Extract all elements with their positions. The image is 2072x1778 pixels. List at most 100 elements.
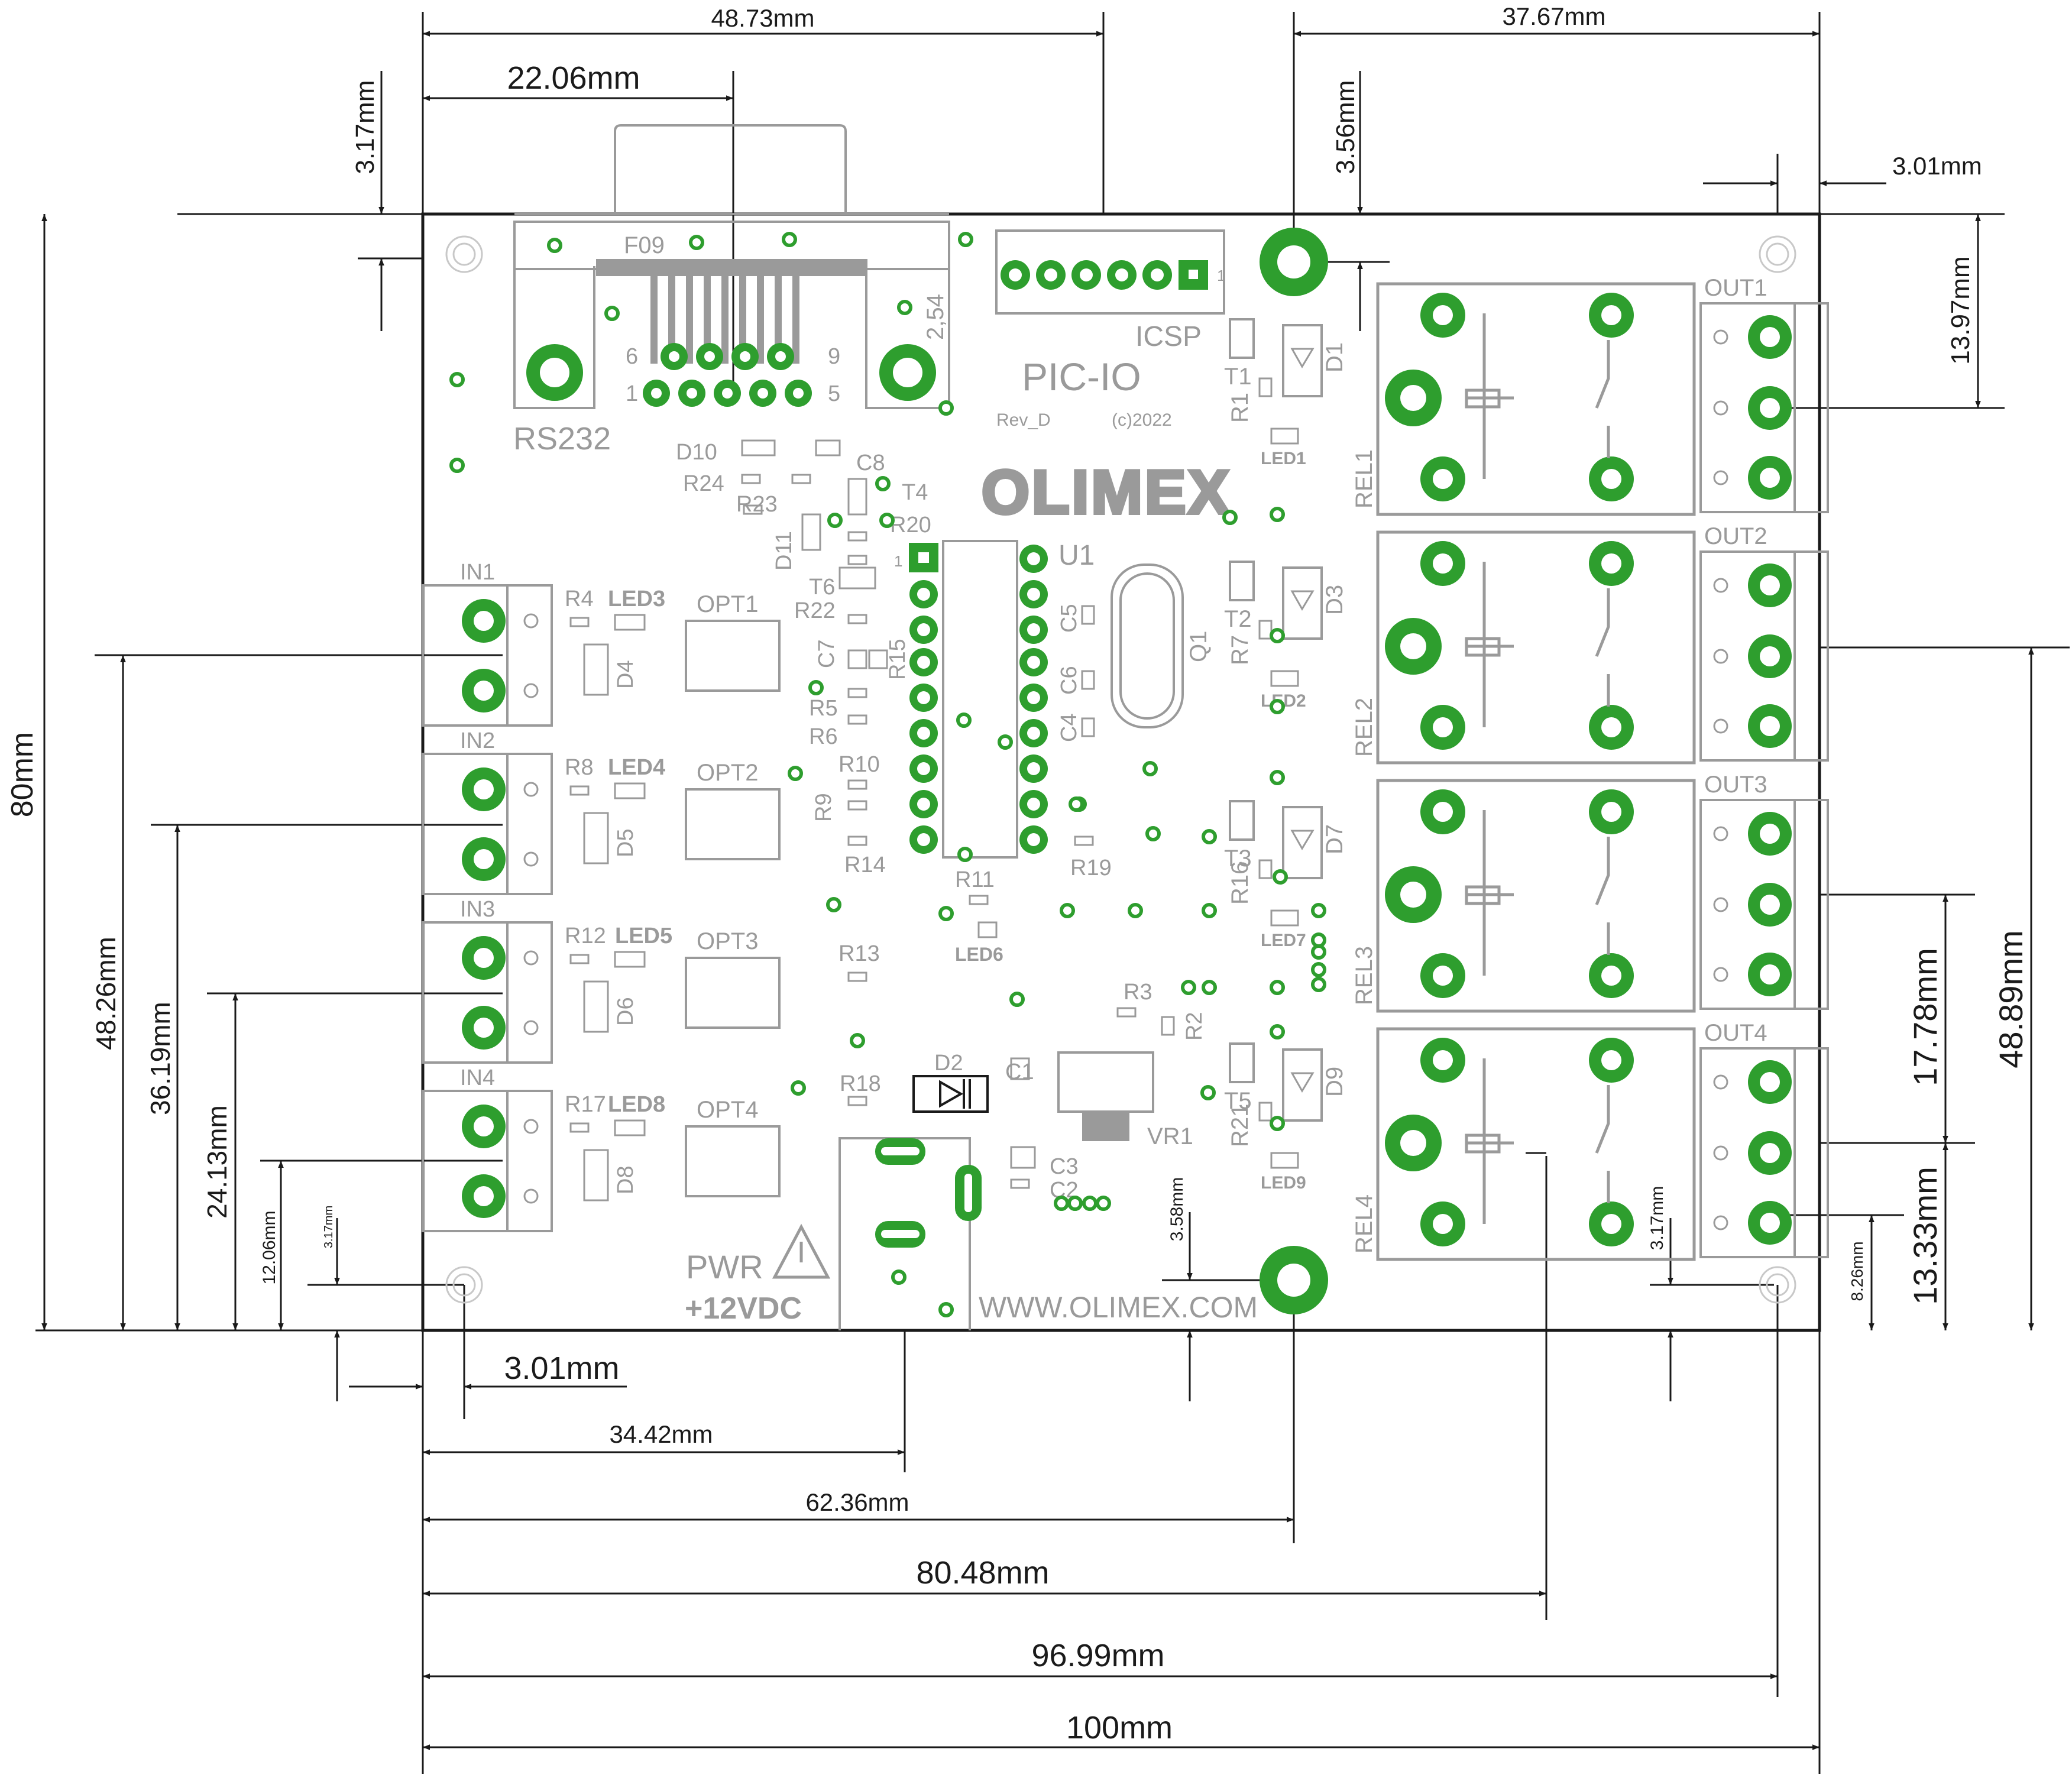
- label-r11: R11: [955, 867, 995, 892]
- label-led6: LED6: [955, 944, 1003, 965]
- dimension-arrows: [41, 31, 2034, 1750]
- output-terminal-pad: [1748, 1060, 1792, 1104]
- label-r5: R5: [809, 696, 838, 721]
- via: [1096, 1196, 1111, 1211]
- via: [826, 897, 841, 912]
- relay-resistor-label: R16: [1227, 862, 1253, 905]
- input-led-label: LED5: [615, 924, 672, 948]
- q1-label: Q1: [1186, 631, 1212, 662]
- via: [1311, 977, 1326, 992]
- via: [938, 906, 954, 921]
- label-r10: R10: [838, 752, 880, 777]
- label-c3: C3: [1050, 1154, 1079, 1179]
- label-c5: C5: [1057, 604, 1082, 633]
- output-terminal-pad: [1748, 704, 1792, 748]
- dim-8-26: 8.26mm: [1848, 1241, 1866, 1301]
- dim-48-73: 48.73mm: [711, 4, 814, 32]
- u1-pad: [909, 825, 938, 854]
- via: [1202, 829, 1217, 844]
- u1-pad: [1019, 825, 1048, 854]
- relay-pad: [1385, 618, 1442, 675]
- label-r15: R15: [885, 639, 910, 680]
- icsp-label: ICSP: [1135, 321, 1202, 352]
- dim-3-17-top: 3.17mm: [351, 80, 380, 174]
- dim-17-78: 17.78mm: [1906, 948, 1944, 1086]
- via: [1270, 628, 1285, 643]
- power-jack: [838, 1137, 982, 1330]
- relay-label: REL2: [1351, 698, 1377, 757]
- warning-triangle: [772, 1223, 831, 1279]
- rs232-connector: [513, 124, 950, 409]
- input-resistor-label: R8: [565, 755, 594, 780]
- output-label: OUT2: [1704, 523, 1767, 549]
- relay-led-label: LED7: [1261, 931, 1306, 950]
- transistor-label: T5: [1224, 1088, 1252, 1114]
- u1-pad: [909, 790, 938, 818]
- label-r22: R22: [794, 598, 836, 623]
- f09-label: F09: [624, 232, 665, 258]
- via: [1082, 1196, 1097, 1211]
- input-terminal-pad: [462, 599, 506, 643]
- relay-label: REL4: [1351, 1194, 1377, 1254]
- pin-1-label: 1: [626, 381, 638, 406]
- relay-pad: [1420, 789, 1465, 834]
- relay-pad: [1420, 1201, 1465, 1246]
- dim-37-67: 37.67mm: [1502, 2, 1605, 30]
- dim-3-01-bottom: 3.01mm: [504, 1350, 619, 1386]
- input-label: IN2: [460, 728, 495, 753]
- pin-6-label: 6: [626, 344, 638, 369]
- via: [1270, 507, 1285, 522]
- u1-pad: [1019, 616, 1048, 644]
- u1-pad: [909, 684, 938, 712]
- via: [808, 680, 824, 695]
- via: [1181, 980, 1196, 995]
- relay-diode-label: D7: [1322, 824, 1348, 854]
- via: [938, 400, 954, 416]
- input-label: IN1: [460, 560, 495, 585]
- relay-block-2: REL2 OUT2: [1351, 523, 1829, 765]
- output-terminal-pad: [1748, 634, 1792, 678]
- rs232-pads: [526, 343, 936, 407]
- relay-resistor-label: R1: [1227, 393, 1253, 423]
- pin-5-label: 5: [828, 381, 840, 406]
- pin-9-label: 9: [828, 344, 840, 369]
- input-terminal-pad: [462, 669, 506, 713]
- via: [1054, 1196, 1069, 1211]
- label-d11: D11: [772, 531, 797, 571]
- input-led-label: LED4: [608, 755, 665, 780]
- via: [1060, 903, 1075, 918]
- u1-pad: [909, 616, 938, 644]
- label-c6: C6: [1057, 666, 1082, 695]
- label-c4: C4: [1057, 713, 1082, 742]
- dim-13-33: 13.33mm: [1906, 1167, 1944, 1304]
- label-t4: T4: [902, 480, 928, 505]
- relay-pad: [1589, 1201, 1634, 1246]
- via: [827, 513, 843, 528]
- diode-d2: [912, 1075, 989, 1113]
- input-label: IN4: [460, 1065, 495, 1090]
- input-resistor-label: R17: [565, 1092, 606, 1117]
- dim-80-48: 80.48mm: [916, 1555, 1049, 1591]
- u1-pad: [1019, 545, 1048, 573]
- relay-pad: [1589, 541, 1634, 586]
- dim-13-97: 13.97mm: [1946, 256, 1975, 364]
- via: [1145, 826, 1161, 841]
- via: [879, 513, 895, 528]
- vr1-label: VR1: [1147, 1123, 1193, 1149]
- u1-pad: [909, 719, 938, 747]
- opto-label: OPT1: [697, 591, 758, 617]
- input-resistor-label: R4: [565, 587, 594, 611]
- relay-led-label: LED1: [1261, 449, 1306, 468]
- output-label: OUT4: [1704, 1020, 1767, 1046]
- label-d2: D2: [934, 1051, 963, 1076]
- label-c7: C7: [814, 639, 839, 668]
- u1-pad: [1019, 684, 1048, 712]
- relay-pad: [1420, 541, 1465, 586]
- icsp-connector: [995, 229, 1225, 315]
- input-label: IN3: [460, 897, 495, 922]
